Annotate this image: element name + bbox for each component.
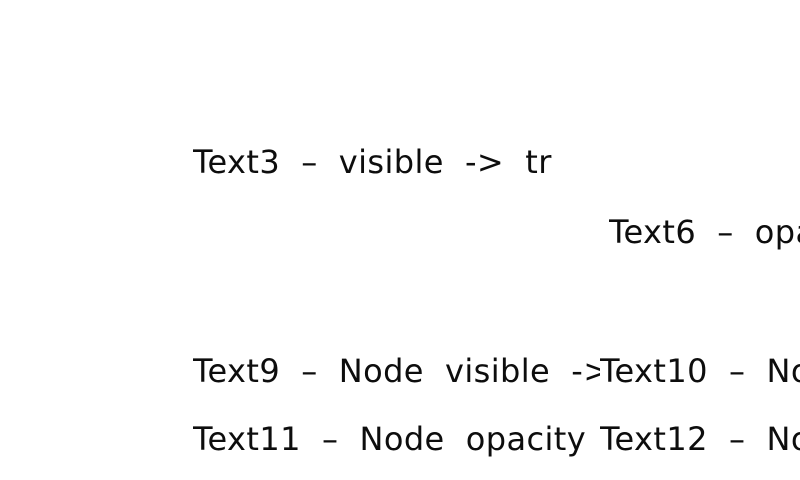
label-text10: Text10 – Node: [600, 352, 800, 390]
label-text9: Text9 – Node visible -> true: [193, 352, 600, 390]
label-text6: Text6 – opacity -> 0: [609, 213, 800, 251]
label-text12: Text12 – Node: [600, 420, 800, 458]
label-text3: Text3 – visible -> true: [193, 143, 553, 181]
label-text11: Text11 – Node opacity -> 0: [193, 420, 587, 458]
